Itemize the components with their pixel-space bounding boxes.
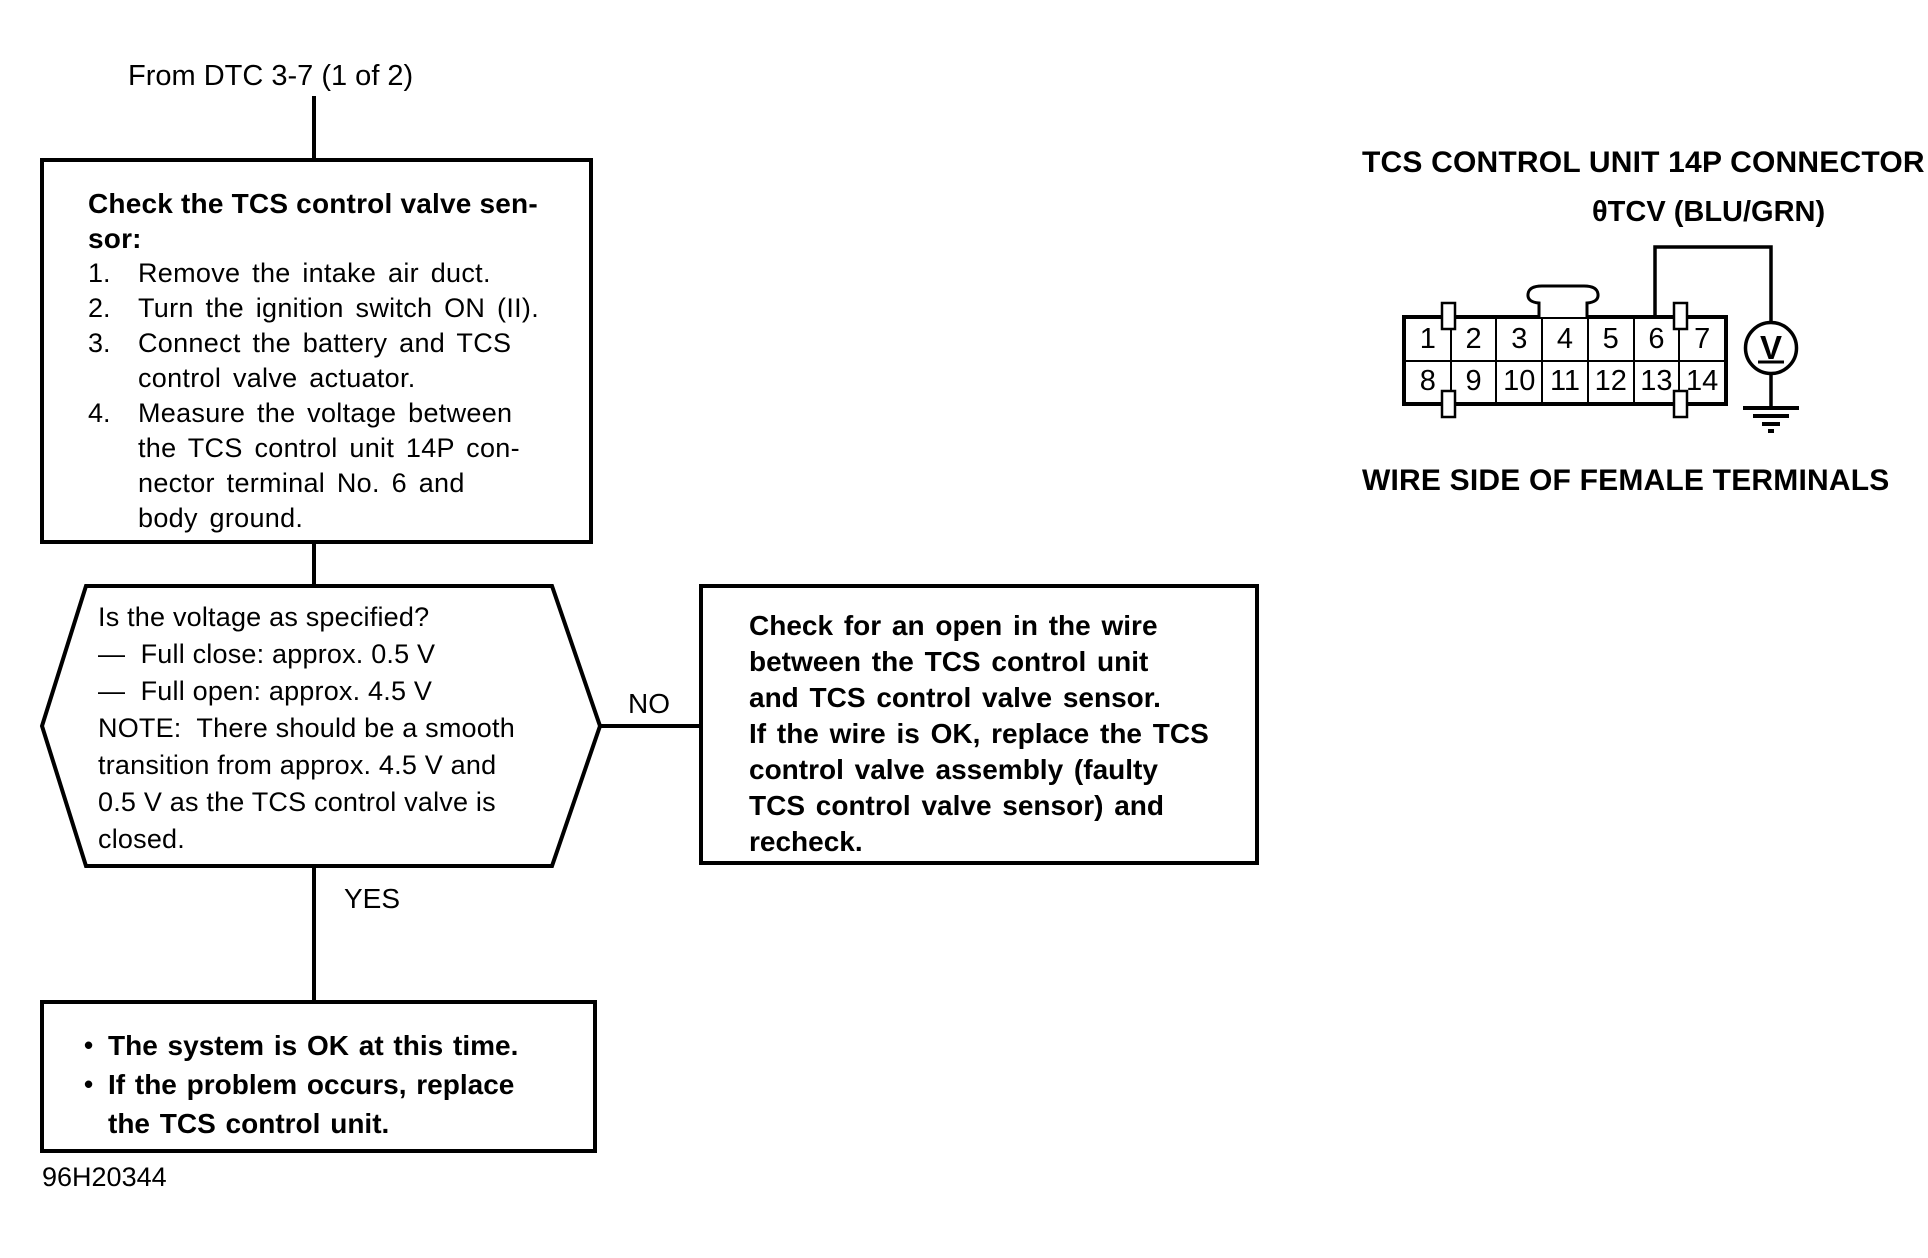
- step-box: Check the TCS control valve sen- sor: 1.…: [40, 158, 593, 544]
- decision-line: NOTE: There should be a smooth: [98, 713, 515, 743]
- decision-line: — Full close: approx. 0.5 V: [98, 639, 436, 669]
- ok-box-text: the TCS control unit.: [108, 1108, 390, 1139]
- open-wire-line: TCS control valve sensor) and: [749, 790, 1164, 821]
- open-wire-box: Check for an open in the wire between th…: [699, 584, 1259, 865]
- voltmeter-letter: V: [1759, 329, 1782, 366]
- step-number: 2.: [88, 293, 111, 323]
- decision-line: 0.5 V as the TCS control valve is: [98, 787, 496, 817]
- pin-cell-8: 8: [1405, 360, 1451, 403]
- step-text: the TCS control unit 14P con-: [138, 433, 520, 463]
- step-item: 4. Measure the voltage between: [88, 396, 575, 431]
- step-text: Connect the battery and TCS: [138, 328, 512, 358]
- pin-cell-11: 11: [1542, 360, 1588, 403]
- decision-line: — Full open: approx. 4.5 V: [98, 676, 433, 706]
- open-wire-line: and TCS control valve sensor.: [749, 682, 1161, 713]
- ground-icon: [1743, 406, 1799, 433]
- connector-pin-grid: 1 2 3 4 5 6 7 8 9 10 11 12 13 14: [1402, 315, 1728, 406]
- wire-side-caption: WIRE SIDE OF FEMALE TERMINALS: [1362, 464, 1890, 497]
- from-reference-label: From DTC 3-7 (1 of 2): [128, 60, 414, 92]
- step-item-continuation: nector terminal No. 6 and: [88, 466, 575, 501]
- step-text: nector terminal No. 6 and: [138, 468, 465, 498]
- ok-box-text: The system is OK at this time.: [108, 1030, 519, 1061]
- pin-cell-6: 6: [1633, 318, 1680, 361]
- pin-cell-3: 3: [1496, 318, 1543, 361]
- bullet-icon: •: [84, 1030, 94, 1060]
- open-wire-line: recheck.: [749, 826, 863, 857]
- open-wire-line: control valve assembly (faulty: [749, 754, 1158, 785]
- ok-box-line-continuation: the TCS control unit.: [84, 1104, 583, 1143]
- step-number-empty: [88, 431, 138, 466]
- pin-cell-12: 12: [1587, 360, 1634, 403]
- step-number-empty: [88, 466, 138, 501]
- figure-id-label: 96H20344: [42, 1162, 167, 1192]
- connector-panel-title: TCS CONTROL UNIT 14P CONNECTOR: [1362, 146, 1925, 179]
- open-wire-line: Check for an open in the wire: [749, 610, 1158, 641]
- step-text: Remove the intake air duct.: [138, 258, 491, 288]
- bullet-spacer: [84, 1104, 108, 1143]
- step-item: 2. Turn the ignition switch ON (II).: [88, 291, 575, 326]
- step-text: body ground.: [138, 503, 304, 533]
- pin-cell-10: 10: [1496, 360, 1543, 403]
- system-ok-box: • The system is OK at this time. • If th…: [40, 1000, 597, 1153]
- ok-box-text: If the problem occurs, replace: [108, 1069, 515, 1100]
- pin-cell-4: 4: [1542, 318, 1588, 361]
- connector-latch-tab: [1526, 284, 1600, 317]
- step-box-heading-line2: sor:: [88, 223, 142, 254]
- pin-cell-5: 5: [1587, 318, 1634, 361]
- pin-cell-9: 9: [1450, 360, 1497, 403]
- open-wire-line: If the wire is OK, replace the TCS: [749, 718, 1209, 749]
- step-box-heading-line1: Check the TCS control valve sen-: [88, 188, 538, 219]
- step-number-empty: [88, 361, 138, 396]
- step-number-empty: [88, 501, 138, 536]
- pin-cell-2: 2: [1450, 318, 1497, 361]
- yes-branch-label: YES: [344, 883, 401, 914]
- decision-line: closed.: [98, 824, 185, 854]
- pin-cell-14: 14: [1679, 360, 1725, 403]
- decision-line: Is the voltage as specified?: [98, 602, 430, 632]
- decision-hexagon-text: Is the voltage as specified? — Full clos…: [98, 599, 568, 858]
- pin-cell-7: 7: [1679, 318, 1725, 361]
- step-number: 1.: [88, 258, 111, 288]
- decision-line: transition from approx. 4.5 V and: [98, 750, 497, 780]
- no-branch-label: NO: [628, 688, 670, 719]
- step-item-continuation: control valve actuator.: [88, 361, 575, 396]
- pin-cell-1: 1: [1405, 318, 1451, 361]
- ok-box-line: • The system is OK at this time.: [84, 1026, 583, 1065]
- open-wire-line: between the TCS control unit: [749, 646, 1149, 677]
- step-item: 1. Remove the intake air duct.: [88, 256, 575, 291]
- step-text: control valve actuator.: [138, 363, 416, 393]
- step-number: 4.: [88, 398, 111, 428]
- step-number: 3.: [88, 328, 111, 358]
- step-item-continuation: body ground.: [88, 501, 575, 536]
- ok-box-line: • If the problem occurs, replace: [84, 1065, 583, 1104]
- probe-wire: [1653, 245, 1773, 323]
- step-text: Turn the ignition switch ON (II).: [138, 293, 540, 323]
- step-item: 3. Connect the battery and TCS: [88, 326, 575, 361]
- bullet-icon: •: [84, 1069, 94, 1099]
- pin-cell-13: 13: [1633, 360, 1680, 403]
- step-item-continuation: the TCS control unit 14P con-: [88, 431, 575, 466]
- step-text: Measure the voltage between: [138, 398, 513, 428]
- signal-wire-label: θTCV (BLU/GRN): [1592, 196, 1826, 228]
